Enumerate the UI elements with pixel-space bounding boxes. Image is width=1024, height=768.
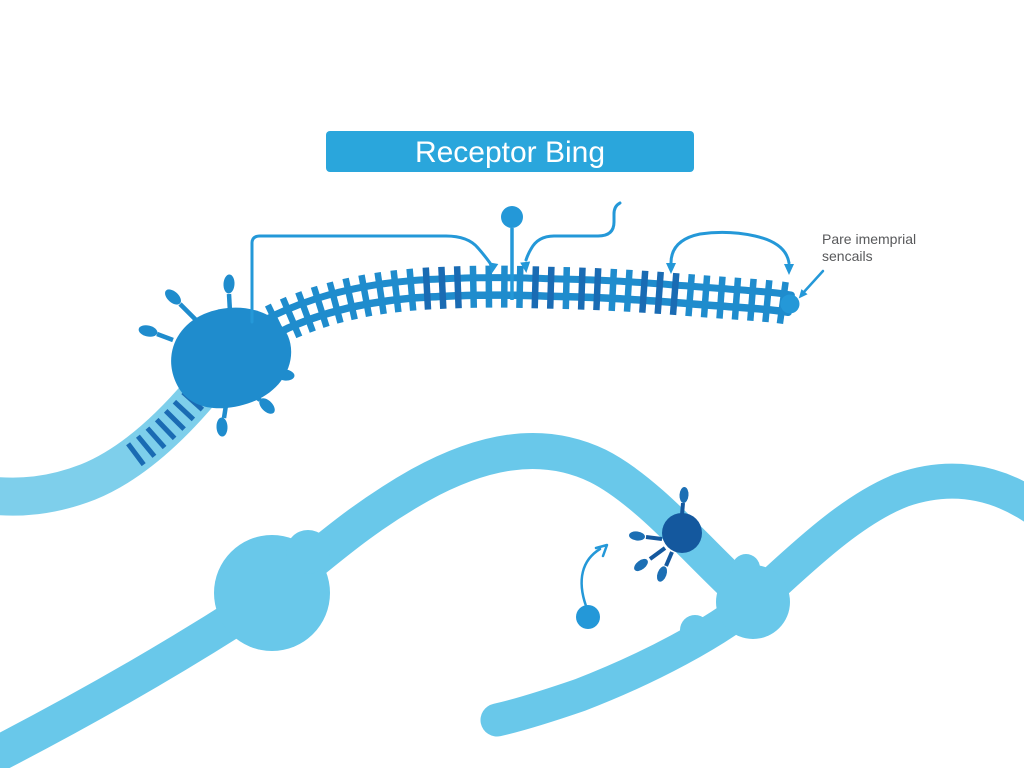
migrating-cell <box>629 487 702 582</box>
axon-strand-right <box>735 463 1024 620</box>
axon-strand-left <box>0 433 771 768</box>
migrating-cell-spike-tips <box>629 487 689 582</box>
annotation-line-2: sencails <box>822 248 873 264</box>
migrating-cell-spikes <box>645 502 685 567</box>
axon-strands <box>0 433 1024 768</box>
signal-circle <box>576 605 600 629</box>
ligand <box>501 206 523 300</box>
receptor-cell-body <box>171 307 292 409</box>
signal-molecule <box>576 543 609 629</box>
signal-arrow-curve <box>580 547 602 608</box>
axon-strand-stub <box>480 585 770 737</box>
callout-j-curve <box>524 201 622 262</box>
receptor-cell-left <box>138 274 295 437</box>
migrating-cell-body <box>662 513 702 553</box>
signal-arrowhead <box>594 543 609 558</box>
membrane-ties <box>250 265 789 352</box>
ligand-circle <box>501 206 523 228</box>
callout-bracket-left <box>250 234 492 324</box>
diagram-title: Receptor Bing <box>415 136 605 169</box>
annotation-line-1: Pare imemprial <box>822 231 916 247</box>
junction-bump-lower <box>680 615 710 645</box>
junction-node-circle <box>716 565 790 639</box>
callout-arrowheads <box>488 261 808 299</box>
annotation: Pare imemprial sencails <box>822 231 916 264</box>
title-banner-box <box>326 131 694 172</box>
membrane <box>250 265 800 352</box>
junction-bump-upper <box>732 554 760 582</box>
soma-bump-circle <box>286 530 330 574</box>
membrane-end-receptor-ball <box>780 294 800 314</box>
callout-arc <box>669 230 791 265</box>
title-banner: Receptor Bing <box>326 131 694 172</box>
annotation-pointer-line <box>801 269 825 295</box>
ribbon-centerline <box>0 359 231 516</box>
callouts <box>250 201 825 324</box>
